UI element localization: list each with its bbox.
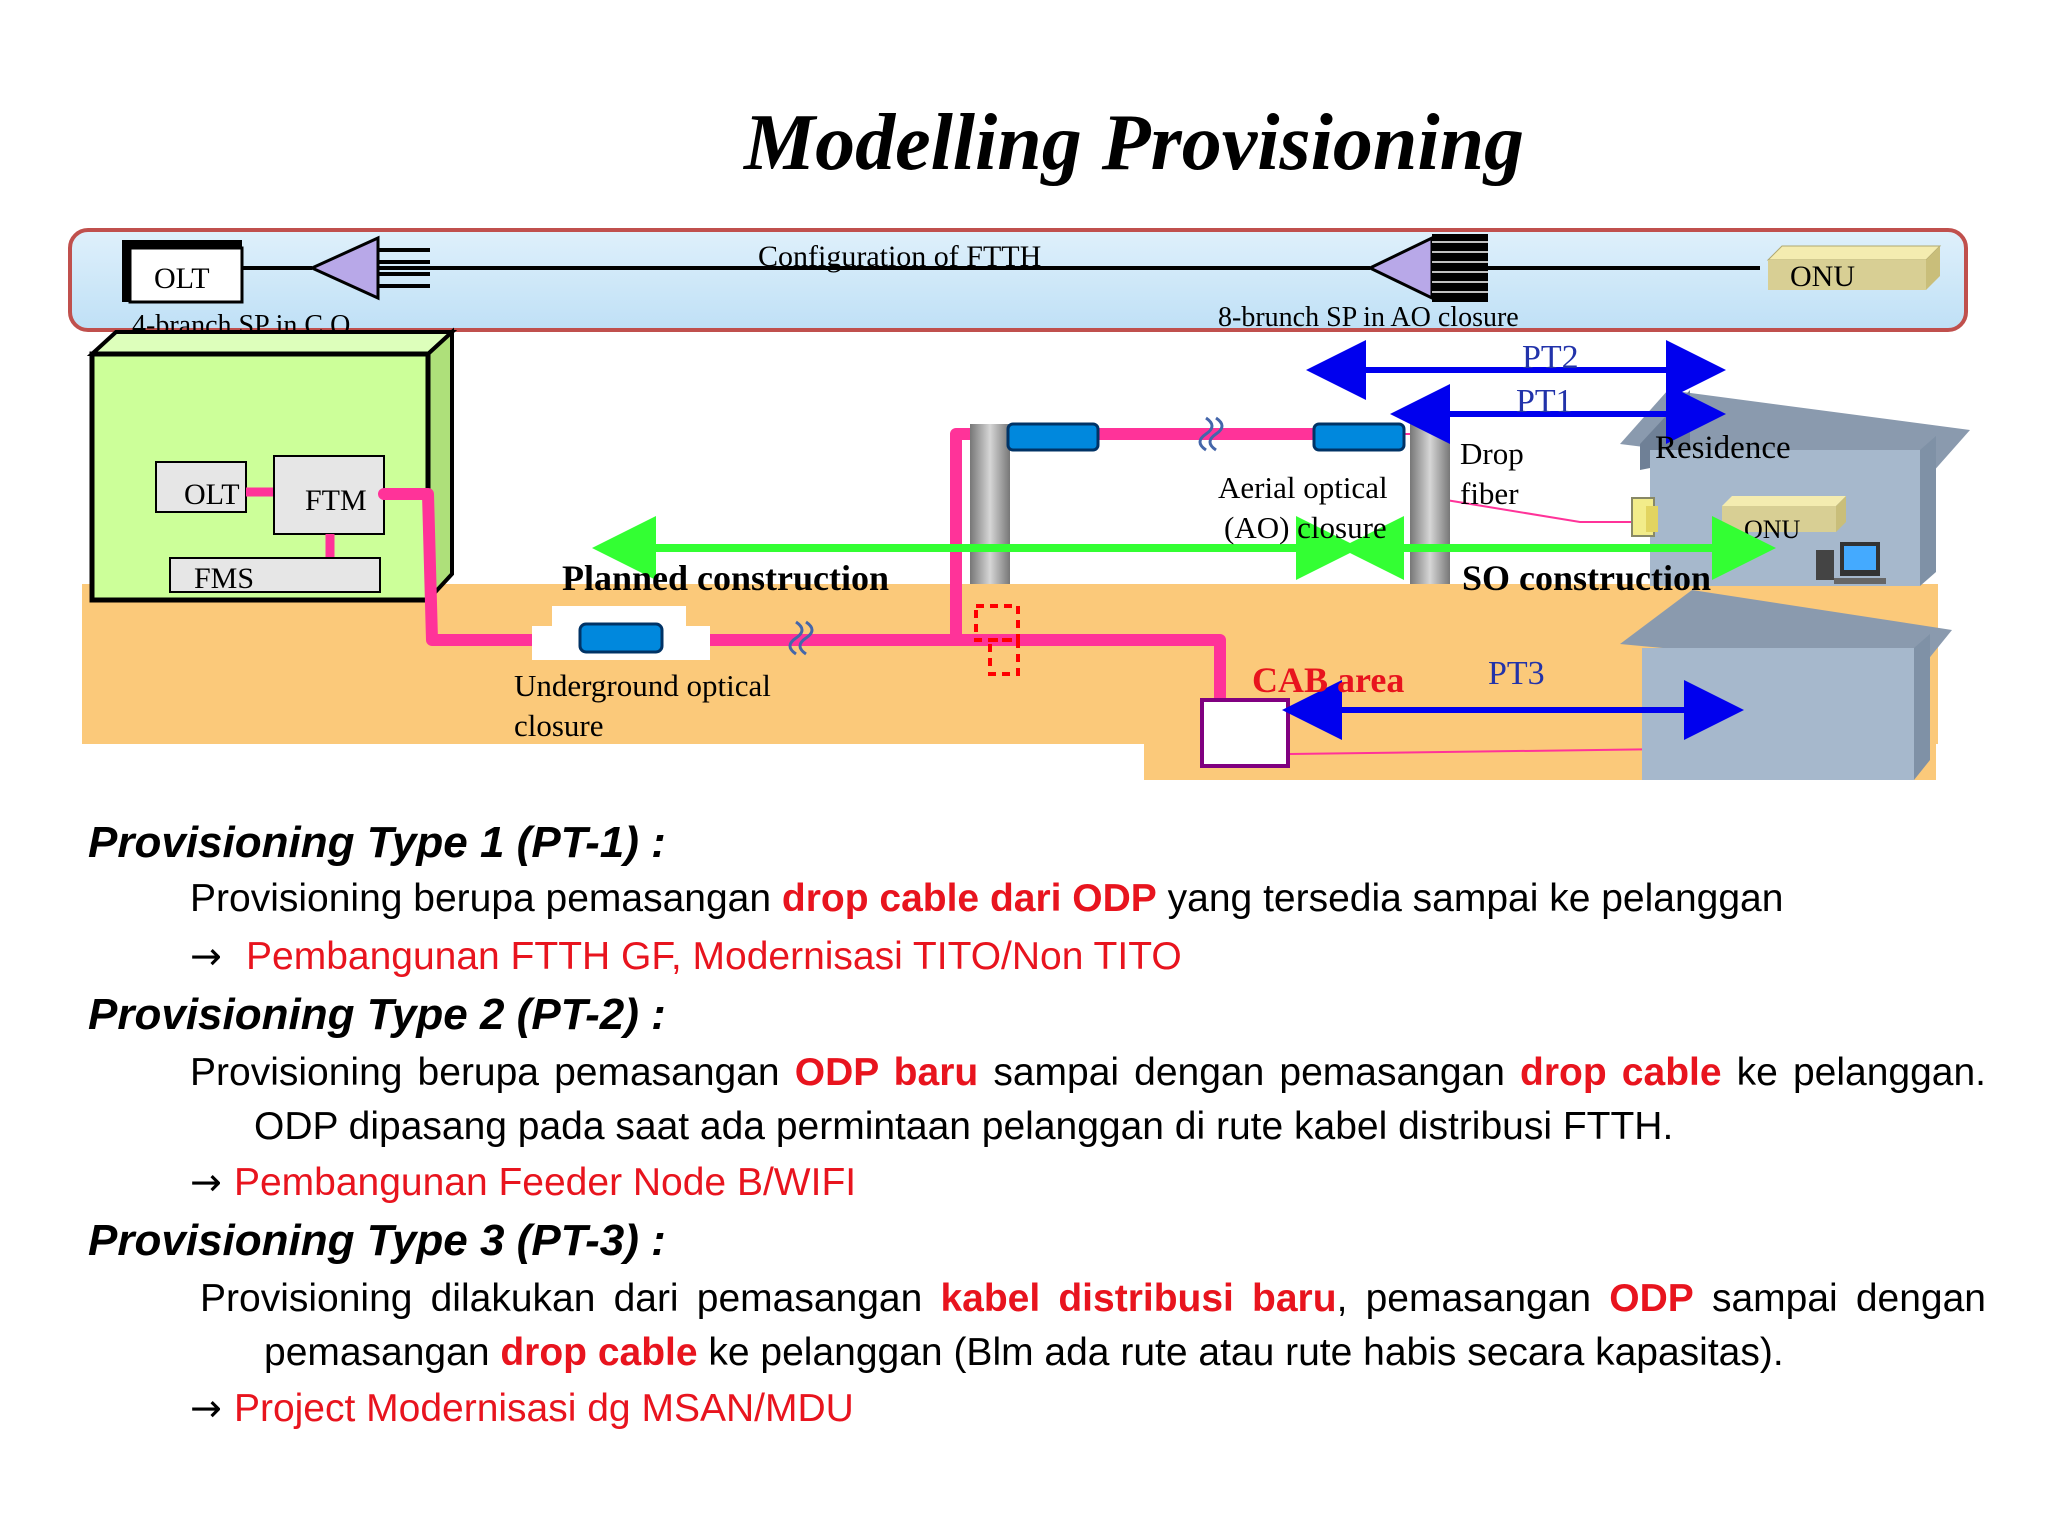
pt1-arrow-line: → Pembangunan FTTH GF, Modernisasi TITO/… — [190, 934, 1182, 978]
svg-text:FTM: FTM — [305, 484, 367, 517]
config-olt-box: OLT — [122, 240, 244, 304]
pt3-description: Provisioning dilakukan dari pemasangan k… — [200, 1277, 1986, 1374]
arrow-right-icon: → — [190, 934, 222, 978]
drop-fiber-label-2: fiber — [1460, 476, 1519, 511]
pc-icon — [1816, 542, 1886, 584]
odp-location-marker — [974, 604, 1020, 676]
ftth-config-box: OLT ONU Configuration of FTT — [68, 228, 1968, 341]
underground-closure-icon — [532, 606, 814, 660]
arrow-right-icon: → — [190, 1386, 222, 1430]
ftth-diagram: OLT ONU Configuration of FTT — [68, 228, 1970, 780]
svg-text:OLT: OLT — [184, 478, 240, 511]
sp-ao-label: 8-brunch SP in AO closure — [1218, 302, 1519, 333]
pt1-description: Provisioning berupa pemasangan drop cabl… — [190, 877, 1784, 920]
pt1-heading: Provisioning Type 1 (PT-1) : — [88, 818, 666, 867]
config-olt-label: OLT — [154, 262, 210, 295]
pt2-arrow-line: → Pembangunan Feeder Node B/WIFI — [190, 1160, 857, 1204]
co-fms-box: FMS — [169, 557, 381, 595]
co-ftm-box: FTM — [273, 455, 385, 535]
so-construction-label: SO construction — [1462, 558, 1711, 598]
pt3-heading: Provisioning Type 3 (PT-3) : — [88, 1216, 666, 1265]
central-office-building: OLT FTM FMS — [86, 327, 458, 606]
pt2-label: PT2 — [1522, 339, 1579, 376]
config-onu-box: ONU — [1766, 245, 1942, 293]
outlet-icon — [1631, 497, 1658, 537]
config-label: Configuration of FTTH — [758, 240, 1041, 273]
config-onu-label: ONU — [1790, 260, 1855, 293]
aerial-closure-icon — [1006, 416, 1406, 452]
planned-construction-label: Planned construction — [562, 558, 889, 598]
pt2-description: Provisioning berupa pemasangan ODP baru … — [190, 1051, 1986, 1148]
svg-text:ONU: ONU — [1744, 515, 1801, 544]
utility-pole-right — [1410, 424, 1450, 584]
underground-closure-label-2: closure — [514, 708, 604, 743]
page-title: Modelling Provisioning — [743, 99, 1525, 187]
pt3-arrow-line: → Project Modernisasi dg MSAN/MDU — [190, 1386, 854, 1430]
drop-fiber-label-1: Drop — [1460, 436, 1524, 471]
svg-text:FMS: FMS — [194, 562, 254, 595]
aerial-closure-label-2: (AO) closure — [1224, 510, 1387, 545]
underground-closure-label-1: Underground optical — [514, 668, 771, 703]
cab-area-label: CAB area — [1252, 660, 1404, 700]
residence-house-top — [1620, 390, 1970, 586]
arrow-right-icon: → — [190, 1160, 222, 1204]
cab-box — [1200, 698, 1290, 768]
splitter-ao-icon — [1366, 234, 1488, 302]
aerial-closure-label-1: Aerial optical — [1218, 470, 1388, 505]
pt1-label: PT1 — [1516, 383, 1573, 420]
co-olt-box: OLT — [155, 461, 247, 513]
pt3-label: PT3 — [1488, 655, 1545, 692]
pt2-heading: Provisioning Type 2 (PT-2) : — [88, 990, 666, 1039]
splitter-co-icon — [308, 235, 430, 301]
residence-label: Residence — [1655, 430, 1791, 466]
utility-pole-left — [970, 424, 1010, 584]
